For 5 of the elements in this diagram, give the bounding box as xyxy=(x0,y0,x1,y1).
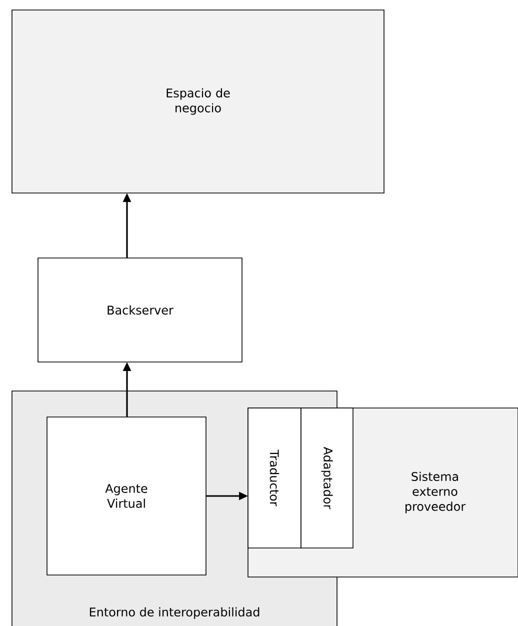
agent-box: Agente Virtual xyxy=(46,416,206,576)
space-box: Espacio de negocio xyxy=(12,10,384,194)
process-box: Backserver xyxy=(38,258,242,362)
translator-strip: Traductor xyxy=(248,408,302,548)
adapter-strip: Adaptador xyxy=(300,408,354,548)
